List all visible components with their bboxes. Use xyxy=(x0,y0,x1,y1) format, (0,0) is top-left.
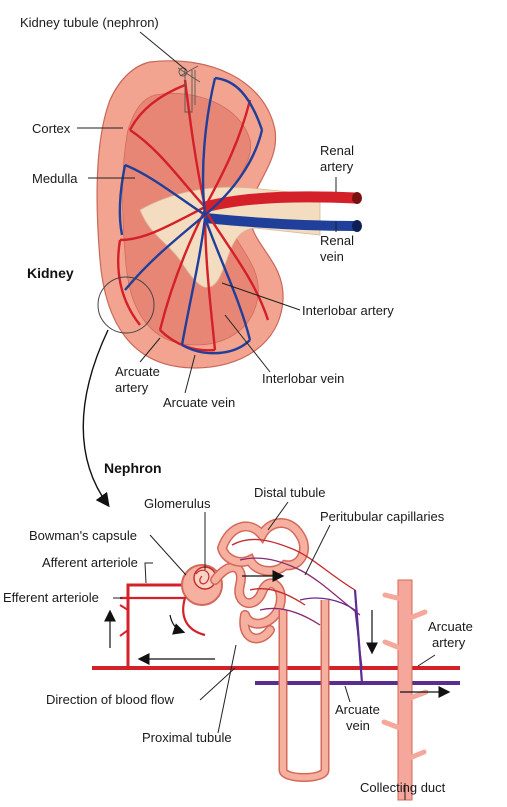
label-bowmans-capsule: Bowman's capsule xyxy=(29,528,137,543)
label-proximal-tubule: Proximal tubule xyxy=(142,730,232,745)
efferent-arteriole-vessel xyxy=(120,596,206,637)
collecting-duct-shape xyxy=(397,579,413,801)
label-renal-vein-1: Renal xyxy=(320,233,354,248)
label-arcuate-artery-top-1: Arcuate xyxy=(115,364,160,379)
magnifier-circle xyxy=(97,276,155,334)
renal-pelvis xyxy=(139,186,321,288)
kidney-arteries xyxy=(117,79,270,352)
label-afferent-arteriole: Afferent arteriole xyxy=(42,555,138,570)
loop-of-henle xyxy=(278,600,330,782)
label-arcuate-artery-top-2: artery xyxy=(115,380,149,395)
label-renal-vein-2: vein xyxy=(320,249,344,264)
label-direction-blood-flow: Direction of blood flow xyxy=(46,692,175,707)
label-peritubular-capillaries: Peritubular capillaries xyxy=(320,509,445,524)
nephron-illustration xyxy=(92,518,460,801)
peritubular-capillaries-shape xyxy=(231,538,364,684)
label-arcuate-artery-bottom-2: artery xyxy=(432,635,466,650)
label-arcuate-vein-top: Arcuate vein xyxy=(163,395,235,410)
label-medulla: Medulla xyxy=(32,171,78,186)
label-interlobar-vein: Interlobar vein xyxy=(262,371,344,386)
label-kidney: Kidney xyxy=(27,265,74,281)
renal-vein xyxy=(204,213,356,231)
label-kidney-tubule: Kidney tubule (nephron) xyxy=(20,15,159,30)
kidney-veins xyxy=(118,76,264,355)
label-arcuate-vein-bottom-2: vein xyxy=(346,718,370,733)
distal-tubule-shape xyxy=(217,518,309,576)
kidney-illustration xyxy=(96,60,362,369)
label-nephron: Nephron xyxy=(104,460,162,476)
label-cortex: Cortex xyxy=(32,121,71,136)
label-distal-tubule: Distal tubule xyxy=(254,485,326,500)
nephron-leaders xyxy=(113,501,436,800)
label-renal-artery-2: artery xyxy=(320,159,354,174)
kidney-leaders xyxy=(77,31,337,394)
label-interlobar-artery: Interlobar artery xyxy=(302,303,394,318)
label-collecting-duct: Collecting duct xyxy=(360,780,446,795)
label-glomerulus: Glomerulus xyxy=(144,496,211,511)
label-renal-artery-1: Renal xyxy=(320,143,354,158)
afferent-arteriole-vessel xyxy=(126,583,185,668)
label-arcuate-artery-bottom-1: Arcuate xyxy=(428,619,473,634)
label-arcuate-vein-bottom-1: Arcuate xyxy=(335,702,380,717)
label-efferent-arteriole: Efferent arteriole xyxy=(3,590,99,605)
flow-arrow-curve xyxy=(169,614,186,635)
zoom-arrow xyxy=(82,329,110,508)
